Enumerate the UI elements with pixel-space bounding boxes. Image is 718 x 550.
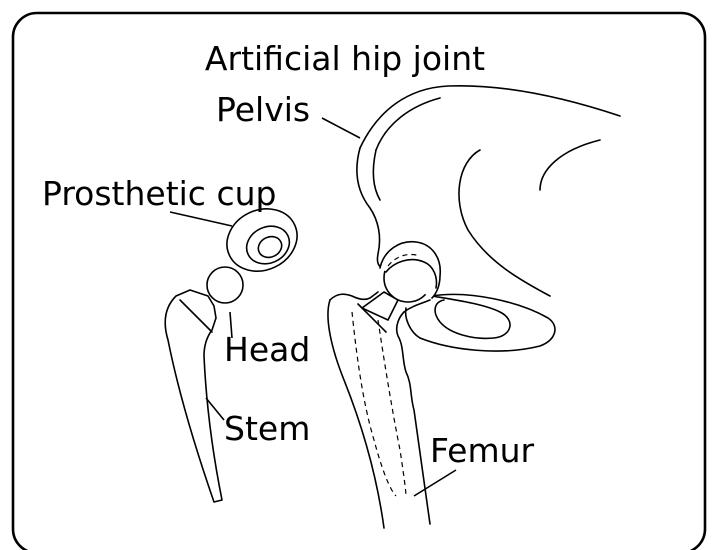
implanted-head-cup [380, 242, 440, 302]
prosthetic-head [207, 267, 243, 303]
label-stem: Stem [224, 409, 310, 448]
diagram-title: Artificial hip joint [205, 39, 485, 78]
label-femur: Femur [430, 431, 535, 470]
diagram-frame [13, 13, 705, 550]
label-pelvis: Pelvis [216, 90, 310, 129]
label-head: Head [224, 330, 310, 369]
label-prosthetic-cup: Prosthetic cup [42, 174, 276, 213]
